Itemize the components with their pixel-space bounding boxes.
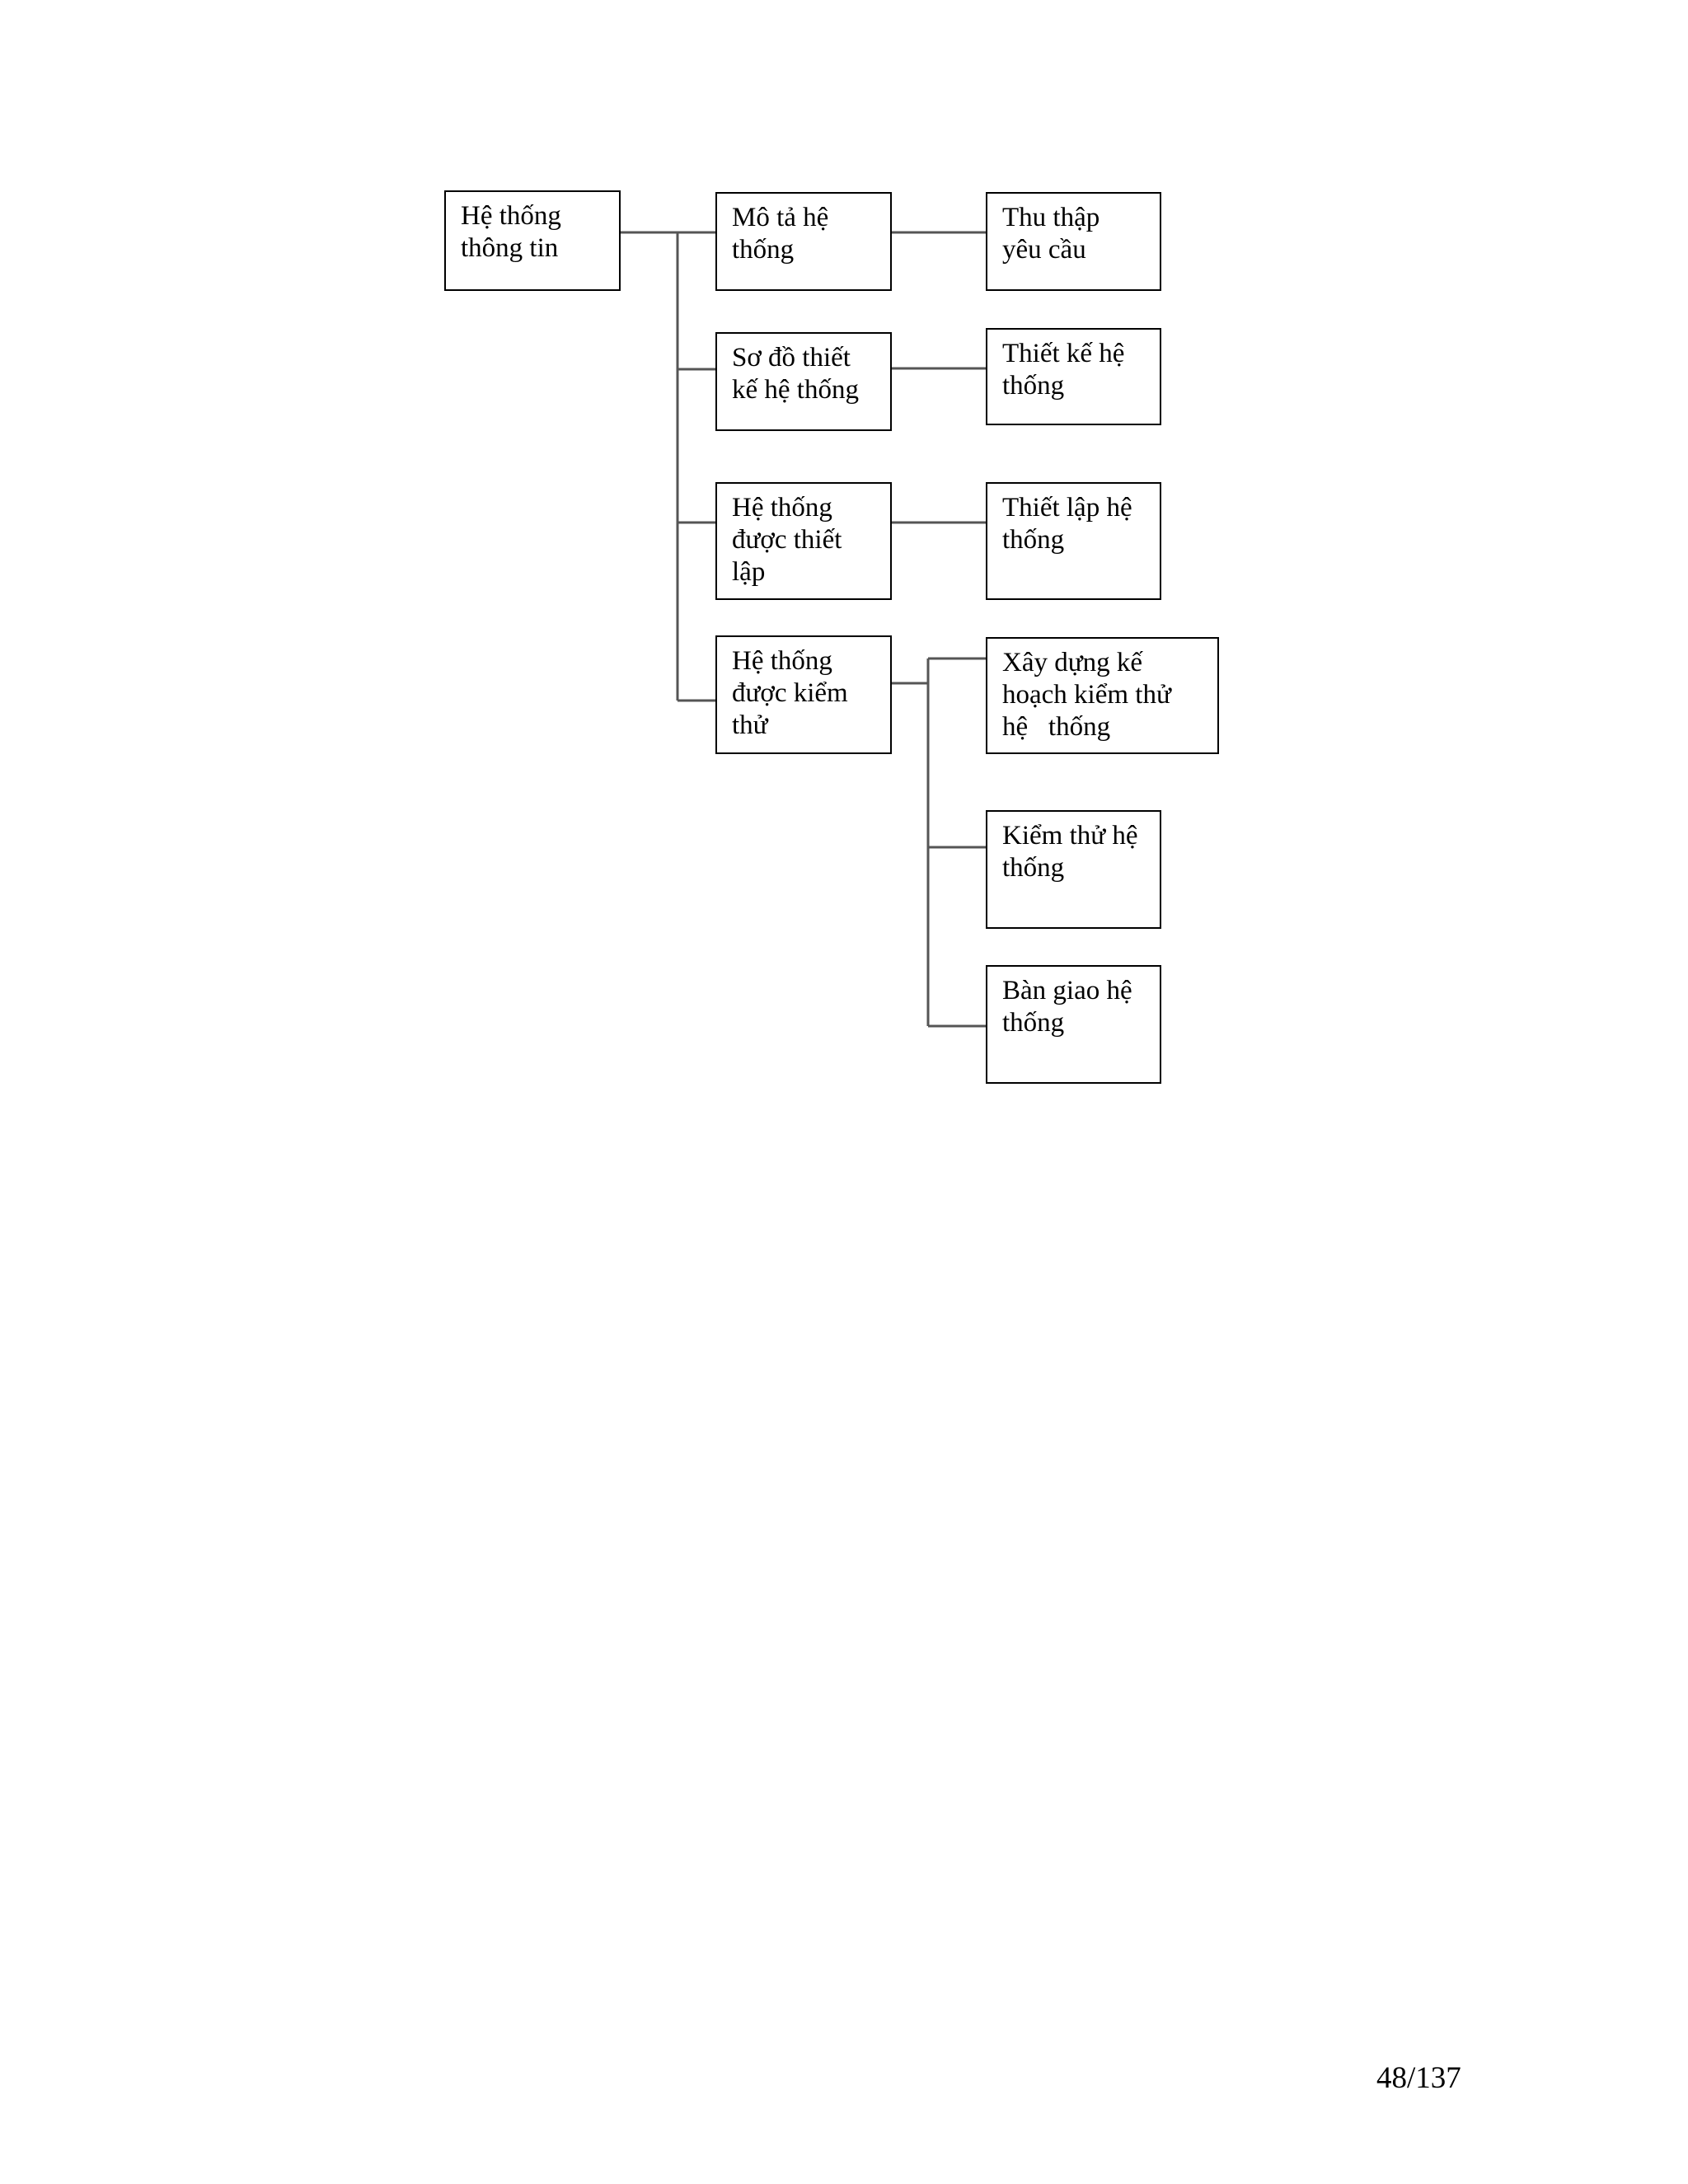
page-number: 48/137 [1376, 2061, 1461, 2095]
node-text-line: thống [732, 235, 795, 265]
node-thu-thap-yeu-cau: Thu thập yêu cầu [986, 192, 1161, 291]
node-text-line: Xây dựng kế [1002, 648, 1143, 677]
node-text-line: Bàn giao hệ [1002, 976, 1132, 1005]
node-text-line: thống [1002, 525, 1065, 555]
node-text-line: được kiểm [732, 678, 848, 708]
node-text-line: yêu cầu [1002, 235, 1086, 265]
node-he-thong-thong-tin: Hệ thống thông tin [444, 190, 621, 291]
node-text-line: thống [1002, 371, 1065, 401]
node-text-line: Kiểm thử hệ [1002, 821, 1138, 851]
node-text-line: Hệ thống [732, 493, 832, 523]
node-text-line: Sơ đồ thiết [732, 343, 851, 373]
node-text-line: Thiết kế hệ [1002, 339, 1125, 368]
node-ban-giao-he-thong: Bàn giao hệ thống [986, 965, 1161, 1084]
node-text-line: được thiết [732, 525, 842, 555]
node-text-line: kế hệ thống [732, 375, 859, 405]
node-text-line: Thiết lập hệ [1002, 493, 1132, 523]
node-he-thong-duoc-kiem-thu: Hệ thống được kiểm thử [715, 635, 892, 754]
node-text-line: thử [732, 710, 768, 740]
node-so-do-thiet-ke-he-thong: Sơ đồ thiết kế hệ thống [715, 332, 892, 431]
node-xay-dung-ke-hoach-kiem-thu: Xây dựng kế hoạch kiểm thử hệ thống [986, 637, 1219, 754]
node-text-line: Thu thập [1002, 203, 1100, 232]
node-text-line: hệ thống [1002, 712, 1111, 742]
node-text-line: thống [1002, 853, 1065, 883]
node-text-line: hoạch kiểm thử [1002, 680, 1171, 710]
node-text-line: Mô tả hệ [732, 203, 829, 232]
node-thiet-lap-he-thong: Thiết lập hệ thống [986, 482, 1161, 600]
node-text-line: thống [1002, 1008, 1065, 1038]
node-kiem-thu-he-thong: Kiểm thử hệ thống [986, 810, 1161, 929]
node-he-thong-duoc-thiet-lap: Hệ thống được thiết lập [715, 482, 892, 600]
node-text-line: Hệ thống [732, 646, 832, 676]
node-text-line: Hệ thống [461, 201, 561, 231]
node-mo-ta-he-thong: Mô tả hệ thống [715, 192, 892, 291]
node-thiet-ke-he-thong: Thiết kế hệ thống [986, 328, 1161, 425]
node-text-line: thông tin [461, 233, 559, 263]
node-text-line: lập [732, 557, 766, 587]
